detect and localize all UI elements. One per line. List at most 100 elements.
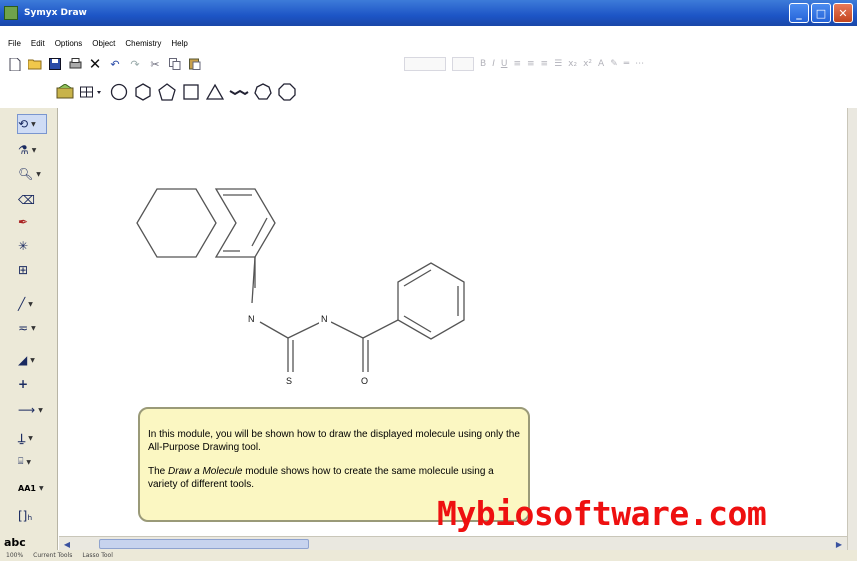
lasso-icon: ⟲ (18, 117, 29, 131)
watermark: Mybiosoftware.com (437, 494, 767, 533)
undo-icon[interactable]: ↶ (110, 57, 120, 71)
line-style-icon[interactable]: ═ (623, 59, 630, 69)
zoom-tool[interactable]: 🔍︎▼ (18, 164, 48, 184)
plus-tool[interactable]: + (18, 374, 48, 394)
align-right-icon[interactable]: ≡ (540, 59, 549, 69)
square-icon[interactable] (181, 82, 201, 102)
pen-bond-tool[interactable]: ✒ (18, 212, 48, 232)
minimize-button[interactable]: _ (789, 3, 809, 23)
text-subscript-tool[interactable]: []ₕ (18, 506, 48, 526)
plus-icon: + (18, 377, 29, 391)
line-tool[interactable]: ╱▼ (18, 294, 48, 314)
app-icon (4, 6, 18, 20)
paste-icon[interactable] (188, 57, 202, 71)
wedge-bond-icon: ◢ (18, 353, 28, 367)
info-p2-prefix: The (148, 466, 169, 477)
copy-icon[interactable] (168, 57, 182, 71)
open-icon[interactable] (28, 57, 42, 71)
font-select[interactable] (404, 57, 446, 71)
info-paragraph-2: The Draw a Molecule module shows how to … (148, 466, 520, 491)
dropdown-arrow-icon: ▼ (38, 484, 44, 492)
double-line-tool[interactable]: ≂▼ (18, 318, 48, 338)
dropdown-arrow-icon: ▼ (31, 120, 36, 128)
dropdown-arrow-icon: ▼ (28, 300, 33, 308)
more-icon[interactable]: ⋯ (635, 59, 645, 69)
octagon-icon[interactable] (277, 82, 297, 102)
status-zoom: 100% (6, 552, 24, 559)
superscript-icon[interactable]: x² (583, 59, 593, 69)
line-icon: ╱ (18, 297, 26, 311)
underline-icon[interactable]: U (500, 59, 508, 69)
title-bar: Symyx Draw _ □ ✕ (0, 0, 857, 26)
scroll-left-icon[interactable]: ◀ (63, 539, 71, 549)
dropdown-arrow-icon: ▼ (36, 170, 41, 178)
info-p2-suffix: module shows how to create the same mole… (148, 466, 494, 490)
menu-object[interactable]: Object (92, 38, 116, 48)
atom-s: S (286, 376, 292, 386)
chemistry-tool[interactable]: ⚗▼ (18, 140, 48, 160)
info-box: In this module, you will be shown how to… (138, 407, 530, 522)
hexagon-icon[interactable] (133, 82, 153, 102)
menu-options[interactable]: Options (54, 38, 83, 48)
redo-icon[interactable]: ↷ (130, 57, 140, 71)
charge-tool[interactable]: ⍊▼ (18, 428, 48, 448)
eraser-tool[interactable]: ⌫ (18, 190, 48, 210)
molecule-bonds (136, 188, 465, 372)
delete-icon[interactable]: ✕ (88, 55, 102, 73)
menu-chemistry[interactable]: Chemistry (125, 38, 162, 48)
grid-icon[interactable] (79, 82, 105, 102)
dropdown-arrow-icon: ▼ (31, 146, 37, 154)
atom-n2-bg (319, 313, 331, 325)
print-icon[interactable] (68, 57, 82, 71)
menu-help[interactable]: Help (171, 38, 188, 48)
highlight-icon[interactable]: ✎ (610, 59, 618, 69)
scroll-thumb[interactable] (99, 539, 309, 549)
new-icon[interactable] (8, 57, 22, 71)
lasso-tool[interactable]: ⟲▼ (17, 114, 47, 134)
double-line-icon: ≂ (18, 321, 29, 335)
horizontal-scrollbar[interactable]: ◀ ▶ (59, 536, 847, 550)
bracket-tool[interactable]: ⊞ (18, 260, 48, 280)
atom-n2: N (321, 314, 328, 324)
cut-icon[interactable]: ✂ (150, 57, 160, 71)
menu-edit[interactable]: Edit (30, 38, 45, 48)
align-left-icon[interactable]: ≡ (513, 59, 521, 69)
bold-icon[interactable]: B (480, 59, 487, 69)
window-controls: _ □ ✕ (789, 3, 853, 23)
italic-icon[interactable]: I (492, 59, 495, 69)
text-format-toolbar: B I U ≡ ≡ ≡ ☰ x₂ x² A ✎ ═ ⋯ (404, 57, 644, 71)
arrow-tool[interactable]: ⟶▼ (18, 400, 48, 420)
ring-template-tool[interactable]: ⌸▼ (18, 452, 48, 472)
atom-map-tool[interactable]: ✳ (18, 236, 48, 256)
chain-icon[interactable] (229, 82, 249, 102)
tool-palette: ⟲▼ ⚗▼ 🔍︎▼ ⌫ ✒ ✳ ⊞ ╱▼ ≂▼ ◢▼ + ⟶▼ ⍊▼ ⌸▼ AA… (0, 108, 58, 550)
menu-file[interactable]: File (8, 38, 21, 48)
dropdown-arrow-icon: ▼ (28, 434, 33, 442)
atom-n1-bg (246, 313, 258, 325)
charge-icon: ⍊ (18, 430, 26, 445)
circle-icon[interactable] (109, 82, 129, 102)
save-icon[interactable] (48, 57, 62, 71)
atom-label-tool[interactable]: AA1▼ (18, 478, 48, 498)
arrow-icon: ⟶ (18, 403, 36, 417)
eraser-icon: ⌫ (18, 193, 35, 207)
font-size-select[interactable] (452, 57, 474, 71)
color-icon[interactable]: A (598, 59, 605, 69)
vertical-scrollbar[interactable] (847, 108, 857, 550)
drawing-canvas[interactable]: N N S O In this module, you will be show… (59, 108, 847, 536)
close-button[interactable]: ✕ (833, 3, 853, 23)
list-icon[interactable]: ☰ (554, 59, 563, 69)
scroll-right-icon[interactable]: ▶ (835, 539, 843, 549)
text-tool[interactable]: abc (4, 532, 34, 552)
wedge-bond-tool[interactable]: ◢▼ (18, 350, 48, 370)
maximize-button[interactable]: □ (811, 3, 831, 23)
zoom-icon: 🔍︎ (18, 167, 34, 181)
heptagon-icon[interactable] (253, 82, 273, 102)
pentagon-icon[interactable] (157, 82, 177, 102)
template-icon[interactable] (55, 82, 75, 102)
status-bar: 100% Current Tools Lasso Tool (0, 550, 857, 561)
align-center-icon[interactable]: ≡ (526, 59, 535, 69)
triangle-icon[interactable] (205, 82, 225, 102)
text-subscript-icon: []ₕ (18, 509, 33, 523)
subscript-icon[interactable]: x₂ (568, 59, 578, 69)
